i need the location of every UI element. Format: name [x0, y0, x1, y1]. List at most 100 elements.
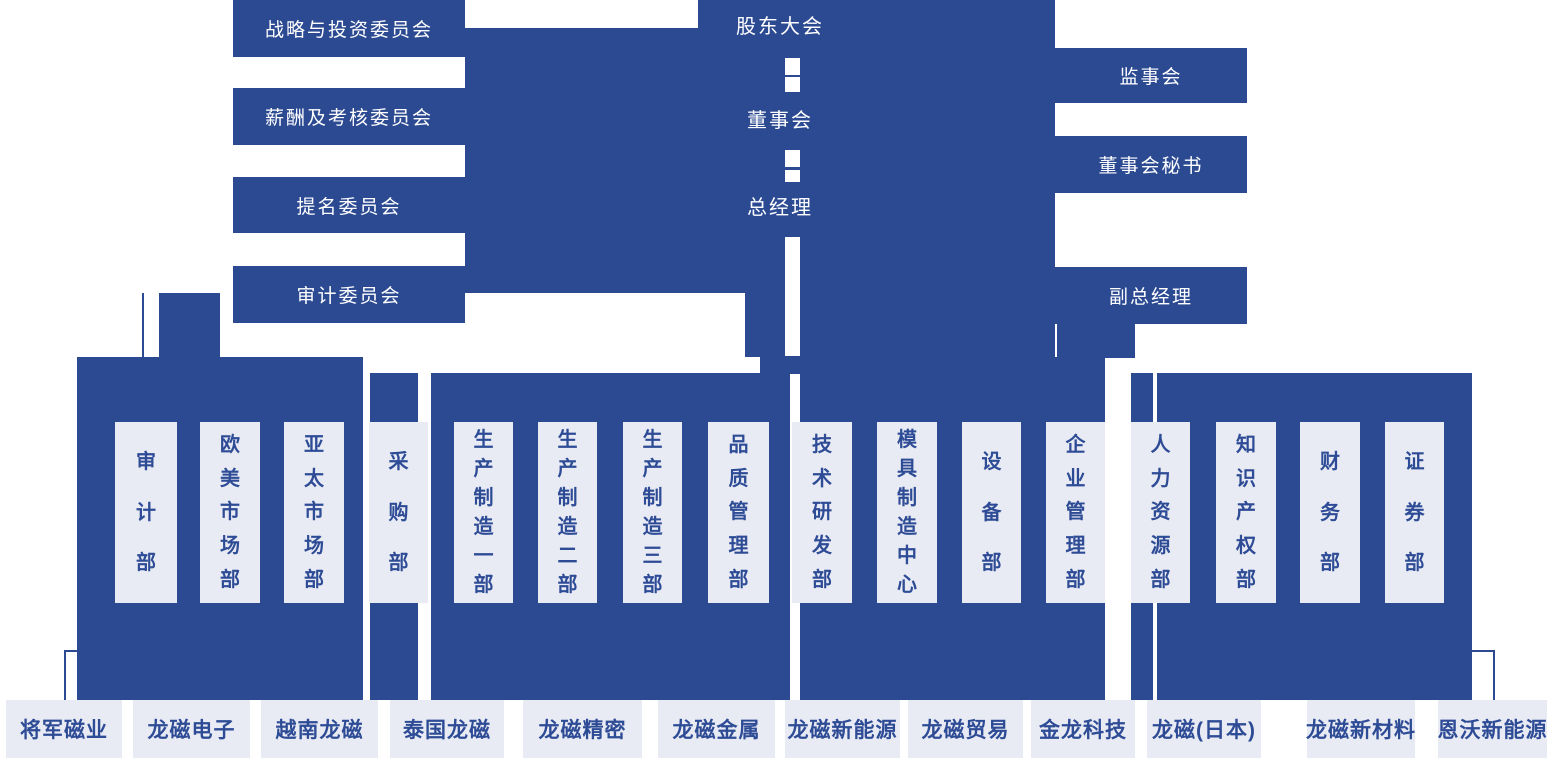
- department-char: 管: [1065, 501, 1086, 524]
- department-char: 生: [473, 429, 494, 451]
- connector-dash: [785, 77, 800, 92]
- department-char: 部: [220, 569, 240, 592]
- connector-dash: [785, 58, 800, 75]
- department-char: 理: [1065, 535, 1086, 558]
- department-char: 业: [1065, 467, 1086, 490]
- subsidiary-box-12: 恩沃新能源: [1438, 700, 1547, 758]
- department-char: 生: [557, 429, 578, 451]
- department-char: 三: [642, 545, 663, 567]
- department-box-5: 生产制造一部: [454, 422, 513, 603]
- right-subsidiary-connector-v: [1493, 650, 1495, 701]
- department-char: 产: [473, 458, 494, 480]
- department-char: 部: [136, 552, 156, 575]
- department-char: 务: [1320, 501, 1340, 524]
- department-char: 购: [388, 501, 409, 524]
- subsidiary-box-1: 将军磁业: [6, 700, 122, 758]
- department-char: 部: [304, 569, 324, 592]
- department-char: 审: [136, 450, 156, 473]
- department-char: 计: [136, 501, 156, 524]
- department-char: 证: [1404, 450, 1425, 473]
- department-char: 心: [897, 574, 917, 596]
- department-char: 部: [473, 574, 494, 596]
- subsidiary-box-7: 龙磁新能源: [785, 700, 900, 758]
- central-panel-bottom-notch: [465, 293, 745, 357]
- department-char: 制: [642, 487, 663, 509]
- department-char: 部: [388, 552, 409, 575]
- department-box-3: 亚太市场部: [284, 422, 344, 603]
- department-char: 制: [473, 487, 494, 509]
- department-box-6: 生产制造二部: [538, 422, 597, 603]
- department-char: 财: [1320, 450, 1340, 473]
- department-char: 亚: [304, 433, 324, 456]
- department-char: 理: [728, 535, 749, 558]
- connector-trunk-line: [785, 237, 800, 357]
- department-char: 部: [812, 569, 832, 592]
- department-box-9: 技术研发部: [792, 422, 852, 603]
- node-deputy-general-manager: 副总经理: [1055, 267, 1247, 324]
- department-box-11: 设备部: [962, 422, 1021, 603]
- audit-committee-connector-line: [142, 293, 144, 357]
- general-manager-connector-stub: [760, 356, 800, 374]
- node-supervisory-board: 监事会: [1055, 48, 1247, 103]
- department-char: 生: [642, 429, 663, 451]
- node-nomination-committee: 提名委员会: [233, 177, 465, 233]
- department-char: 设: [981, 450, 1002, 473]
- department-char: 部: [728, 569, 749, 592]
- node-remuneration-appraisal-committee: 薪酬及考核委员会: [233, 88, 465, 145]
- department-char: 部: [1236, 569, 1256, 592]
- department-char: 品: [728, 433, 749, 456]
- node-shareholders-meeting: 股东大会: [736, 16, 824, 38]
- department-box-16: 证券部: [1385, 422, 1444, 603]
- department-box-13: 人力资源部: [1131, 422, 1190, 603]
- department-char: 制: [557, 487, 578, 509]
- node-audit-committee: 审计委员会: [233, 266, 465, 323]
- department-char: 产: [642, 458, 663, 480]
- department-char: 一: [473, 545, 494, 567]
- department-char: 管: [728, 501, 749, 524]
- department-char: 采: [388, 450, 409, 473]
- department-box-8: 品质管理部: [708, 422, 769, 603]
- subsidiary-box-9: 金龙科技: [1031, 700, 1135, 758]
- subsidiary-box-11: 龙磁新材料: [1306, 700, 1415, 758]
- department-box-7: 生产制造三部: [623, 422, 682, 603]
- node-board-secretary: 董事会秘书: [1055, 136, 1247, 193]
- department-char: 部: [642, 574, 663, 596]
- department-char: 资: [1150, 501, 1171, 524]
- department-char: 美: [220, 467, 240, 490]
- department-char: 市: [304, 501, 324, 524]
- subsidiary-box-4: 泰国龙磁: [390, 700, 504, 758]
- department-char: 制: [897, 487, 917, 509]
- department-char: 部: [1404, 552, 1425, 575]
- department-char: 造: [642, 516, 663, 538]
- department-char: 权: [1236, 535, 1256, 558]
- department-box-15: 财务部: [1300, 422, 1360, 603]
- department-char: 术: [812, 467, 832, 490]
- department-box-1: 审计部: [115, 422, 177, 603]
- node-strategy-investment-committee: 战略与投资委员会: [233, 0, 465, 57]
- department-char: 识: [1236, 467, 1256, 490]
- department-char: 部: [1065, 569, 1086, 592]
- department-char: 欧: [220, 433, 240, 456]
- department-char: 造: [473, 516, 494, 538]
- connector-dash: [785, 150, 800, 167]
- deputy-gm-connector-stub: [1057, 324, 1135, 358]
- subsidiary-box-3: 越南龙磁: [261, 700, 378, 758]
- subsidiary-box-5: 龙磁精密: [523, 700, 642, 758]
- department-char: 知: [1236, 433, 1256, 456]
- department-char: 券: [1404, 501, 1425, 524]
- department-box-4: 采购部: [369, 422, 428, 603]
- node-general-manager: 总经理: [747, 197, 813, 219]
- connector-dash: [785, 170, 800, 182]
- department-char: 质: [728, 467, 749, 490]
- department-char: 造: [897, 516, 917, 538]
- department-char: 研: [812, 501, 832, 524]
- department-char: 部: [981, 552, 1002, 575]
- department-char: 模: [897, 429, 917, 451]
- central-panel-top-notch: [465, 0, 698, 28]
- right-subsidiary-connector-h: [1471, 650, 1495, 652]
- department-char: 场: [304, 535, 324, 558]
- audit-committee-connector-block: [159, 293, 220, 357]
- department-char: 造: [557, 516, 578, 538]
- department-char: 具: [897, 458, 917, 480]
- department-char: 市: [220, 501, 240, 524]
